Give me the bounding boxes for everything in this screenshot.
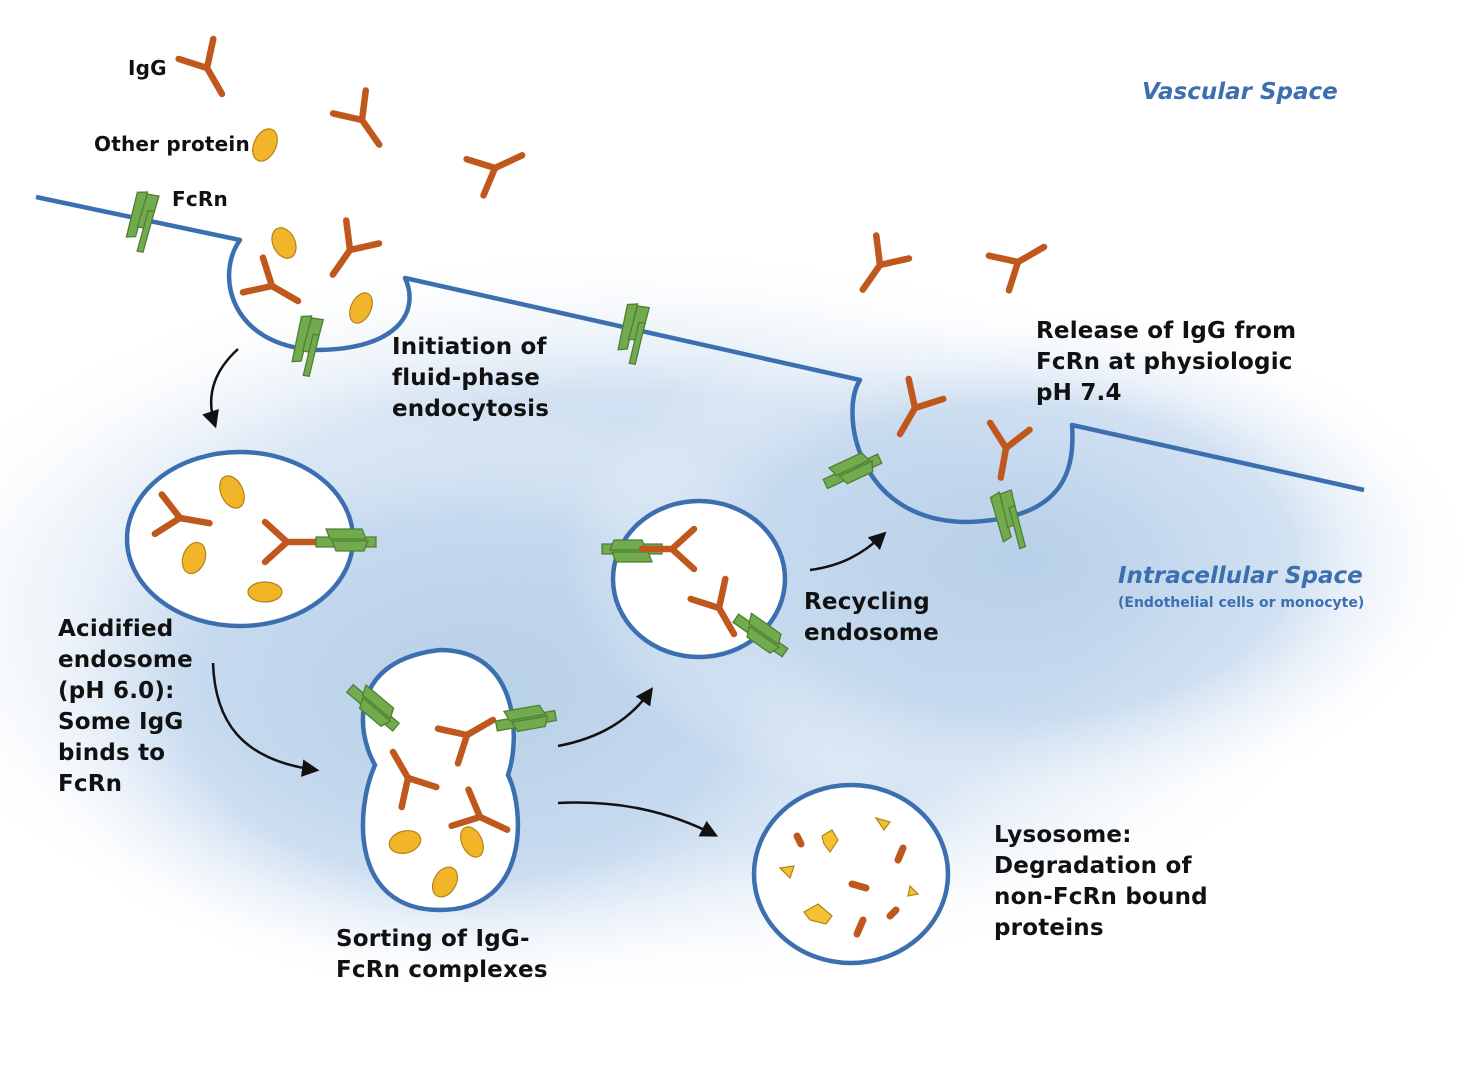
step-release-label: Release of IgG from FcRn at physiologic … [1036,318,1297,406]
flow-arrows [202,348,887,837]
intracellular-space-note: (Endothelial cells or monocyte) [1118,595,1365,611]
legend-protein-icon [252,128,278,162]
step-initiation-label: Initiation of fluid-phase endocytosis [392,334,550,422]
arrow-icon [557,687,654,748]
igg-icon [989,230,1054,291]
legend-other-protein-label: Other protein [94,132,250,156]
vascular-space-title: Vascular Space [1142,79,1338,105]
cell-membrane [35,194,1365,525]
protein-icon [349,292,373,324]
arrow-icon [809,531,887,572]
protein-icon [219,475,245,509]
step-recycling-label: Recycling endosome [804,589,939,646]
step-lysosome-label: Lysosome: Degradation of non-FcRn bound … [994,822,1208,941]
igg-icon [333,91,396,157]
arrow-icon [557,801,719,837]
protein-icon [247,581,283,603]
legend-igg-label: IgG [128,56,167,80]
intracellular-space-title: Intracellular Space [1118,563,1363,589]
step-acidified-label: Acidified endosome (pH 6.0): Some IgG bi… [58,616,193,797]
lysosome [751,782,951,966]
protein-icon [388,829,422,855]
arrow-icon [202,348,239,429]
step-sorting-label: Sorting of IgG- FcRn complexes [336,926,548,983]
degraded-fragments [778,816,920,938]
protein-icon [181,541,207,575]
igg-icon [467,137,531,195]
protein-icon [271,227,297,259]
arrow-icon [211,662,320,777]
legend-fcrn-label: FcRn [172,187,228,211]
protein-icon [431,866,459,898]
protein-icon [460,826,484,858]
legend-igg-icon [179,39,240,104]
